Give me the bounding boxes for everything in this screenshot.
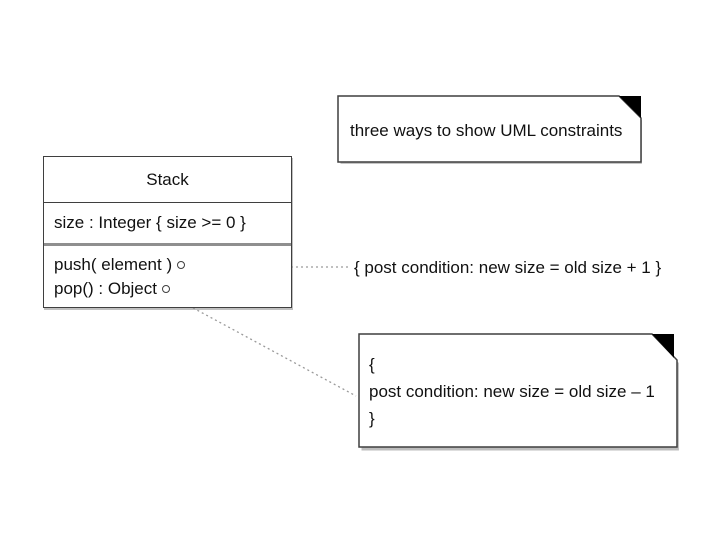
pop-postcondition-text: { post condition: new size = old size – … [369, 351, 655, 432]
open-circle-anchor-icon [177, 260, 186, 269]
pop-postcondition-note: { post condition: new size = old size – … [358, 333, 680, 451]
attribute-size: size : Integer { size >= 0 } [54, 212, 246, 232]
class-name: Stack [44, 157, 291, 203]
title-note: three ways to show UML constraints [337, 95, 642, 164]
folded-corner-icon [619, 96, 641, 118]
postcondition-body: post condition: new size = old size – 1 [369, 382, 655, 401]
brace-close: } [369, 409, 375, 428]
class-operations-compartment: push( element ) pop() : Object [44, 246, 291, 301]
note-shape [337, 95, 642, 164]
operation-pop-row: pop() : Object [54, 277, 291, 301]
note-shape [358, 333, 679, 451]
operation-pop-label: pop() : Object [54, 278, 157, 298]
operation-push-row: push( element ) [54, 253, 291, 277]
class-attribute-compartment: size : Integer { size >= 0 } [44, 203, 291, 246]
pop-constraint-connector [170, 295, 357, 397]
operation-push-label: push( element ) [54, 254, 173, 274]
folded-corner-icon [652, 334, 674, 358]
title-note-text: three ways to show UML constraints [350, 121, 623, 140]
brace-open: { [369, 355, 375, 374]
open-circle-anchor-icon [162, 284, 170, 293]
uml-class-stack: Stack size : Integer { size >= 0 } push(… [43, 156, 292, 308]
push-postcondition-text: { post condition: new size = old size + … [354, 258, 662, 277]
